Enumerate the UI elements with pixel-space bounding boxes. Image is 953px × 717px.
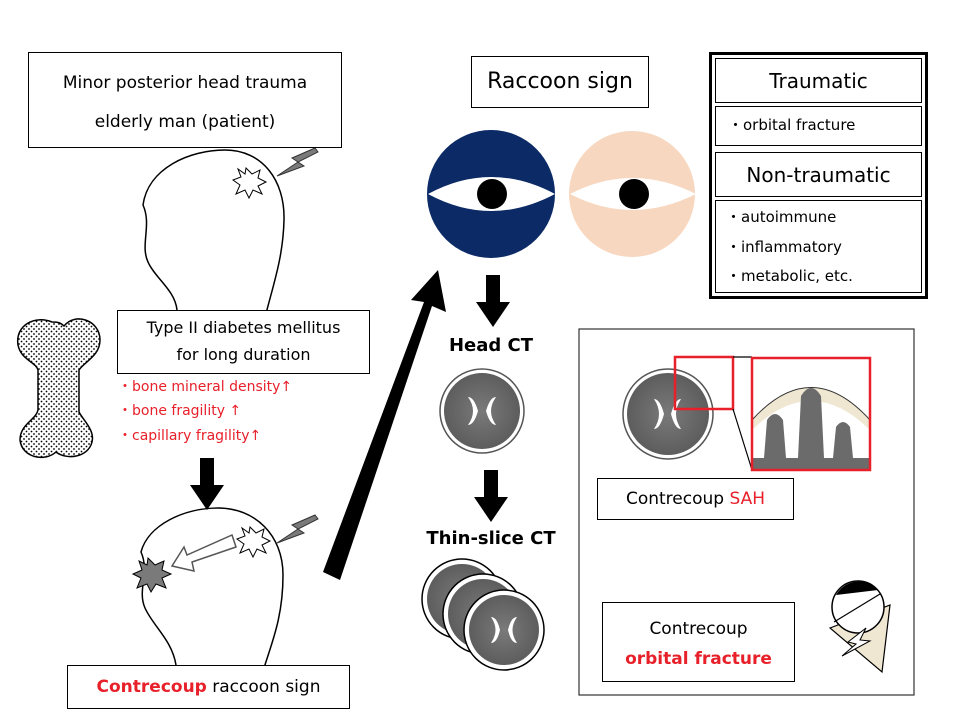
head-outline-top <box>142 149 285 331</box>
contrecoup-sah-text: Contrecoup SAH <box>598 491 793 508</box>
contrecoup-panel-border <box>578 328 915 696</box>
raccoon-title: Raccoon sign <box>487 69 633 94</box>
contrecoup-burst-icon <box>131 556 173 594</box>
traumatic-panel <box>709 52 928 299</box>
down-arrow-center-top-icon <box>476 275 510 327</box>
down-arrow-left-icon <box>190 458 224 510</box>
contrecoup-orbital-line-2: orbital fracture <box>625 649 772 669</box>
diabetes-box: Type II diabetes mellitus for long durat… <box>117 310 370 374</box>
contrecoup-sah-box: Contrecoup SAH <box>597 478 794 520</box>
traumatic-header: Traumatic <box>715 58 922 103</box>
head-ct-scan-icon <box>439 368 525 454</box>
normal-eye-icon <box>569 131 696 257</box>
contrecoup-sah-highlight: SAH <box>729 489 766 509</box>
contrecoup-raccoon-box: Contrecoup raccoon sign <box>67 665 350 709</box>
risk-item-0: ・bone mineral density↑ <box>118 379 293 395</box>
patient-line-2: elderly man (patient) <box>94 112 276 132</box>
raccoon-title-box: Raccoon sign <box>471 56 649 108</box>
contrecoup-orbital-box: Contrecoup orbital fracture <box>602 602 795 682</box>
contrecoup-sah-prefix: Contrecoup <box>625 489 730 509</box>
down-arrow-center-bottom-icon <box>474 470 508 522</box>
zoom-connector-bottom <box>732 408 753 471</box>
contrecoup-raccoon-suffix: raccoon sign <box>206 677 321 697</box>
nontraumatic-title: Non-traumatic <box>746 163 891 187</box>
nontraumatic-item-2: ・metabolic, etc. <box>726 267 853 285</box>
risk-item-1: ・bone fragility ↑ <box>118 403 242 419</box>
nontraumatic-header: Non-traumatic <box>715 152 922 197</box>
lightning-bolt-bottom-icon <box>276 514 319 544</box>
diabetes-line-1: Type II diabetes mellitus <box>146 318 341 337</box>
patient-box: Minor posterior head trauma elderly man … <box>28 52 342 148</box>
zoom-selection-box <box>673 355 735 411</box>
impact-burst-bottom-icon <box>235 525 272 559</box>
thin-slice-ct-stack-icon <box>421 558 545 671</box>
contrecoup-orbital-line-1: Contrecoup <box>649 619 748 639</box>
traumatic-title: Traumatic <box>769 69 868 93</box>
hollow-arrow-icon <box>170 533 237 572</box>
diabetes-line-2: for long duration <box>176 345 311 364</box>
contrecoup-raccoon-highlight: Contrecoup <box>96 677 207 697</box>
lightning-bolt-icon <box>276 147 319 177</box>
head-ct-label: Head CT <box>448 335 534 356</box>
nontraumatic-item-0: ・autoimmune <box>726 208 837 226</box>
sah-zoom-view-icon <box>750 356 872 472</box>
traumatic-list: ・orbital fracture <box>715 106 922 146</box>
bone-icon <box>17 318 101 459</box>
orbital-fracture-icon <box>828 580 891 674</box>
patient-line-1: Minor posterior head trauma <box>62 73 308 93</box>
traumatic-item-0: ・orbital fracture <box>728 116 856 134</box>
risk-item-2: ・capillary fragility↑ <box>118 428 262 444</box>
nontraumatic-item-1: ・inflammatory <box>726 238 842 256</box>
dark-raccoon-eye-icon <box>427 130 555 258</box>
sah-ct-scan-icon <box>622 368 714 460</box>
impact-burst-icon <box>231 166 268 200</box>
diagonal-arrow-icon <box>323 270 446 580</box>
thin-slice-ct-label: Thin-slice CT <box>426 528 556 549</box>
nontraumatic-list: ・autoimmune ・inflammatory ・metabolic, et… <box>715 200 922 293</box>
head-outline-bottom <box>140 507 284 669</box>
contrecoup-raccoon-text: Contrecoup raccoon sign <box>68 679 349 696</box>
